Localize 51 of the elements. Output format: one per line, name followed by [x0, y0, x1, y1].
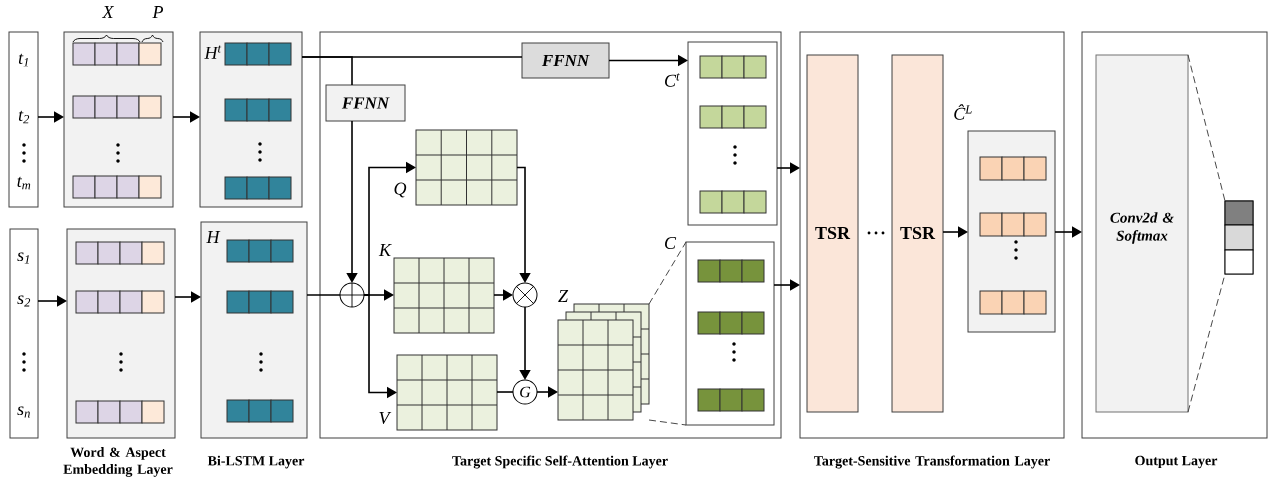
arrow — [536, 386, 558, 398]
arrow — [519, 306, 531, 380]
tsr-label: TSR — [815, 226, 851, 240]
arrow — [174, 291, 201, 303]
arrow — [773, 279, 800, 291]
arrow — [37, 295, 67, 307]
arrow — [776, 162, 800, 174]
token-label: t$_{2}$ — [18, 110, 30, 124]
arrow — [172, 111, 200, 123]
ffnn-box — [325, 84, 406, 122]
arrow — [942, 226, 968, 238]
math-label: C — [665, 236, 677, 250]
token-label: t$_{1}$ — [18, 53, 29, 67]
math-label: Q — [394, 182, 407, 198]
math-label: H — [206, 231, 221, 243]
classifier-box — [1095, 54, 1189, 413]
classifier-label: Conv2d & Softmax — [1110, 212, 1174, 244]
dashed-line — [1187, 273, 1226, 413]
math-label: V — [379, 411, 392, 425]
ffnn-box — [521, 42, 610, 79]
math-label: K — [378, 244, 392, 256]
output-vector — [1224, 200, 1254, 275]
dashed-line — [648, 419, 687, 426]
token-label: s$_{n}$ — [17, 406, 30, 418]
layer-caption: Output Layer — [1135, 455, 1218, 469]
layer-caption: Word & Aspect Embedding Layer — [63, 447, 173, 477]
layer-caption: Bi-LSTM Layer — [207, 455, 305, 469]
arrow — [493, 289, 513, 301]
tsr-block — [806, 54, 859, 413]
dashed-line — [648, 241, 687, 305]
dashed-line — [1187, 54, 1226, 202]
layer-caption: Target Specific Self-Attention Layer — [452, 455, 668, 469]
token-label: t$_{m}$ — [17, 176, 31, 190]
tsr-label: TSR — [900, 226, 936, 240]
arrow — [1054, 226, 1082, 238]
math-label: Z — [558, 290, 569, 302]
math-label: X — [101, 6, 115, 18]
math-label: Ĉ$^{L}$ — [954, 104, 972, 120]
sum-circle — [339, 282, 365, 308]
layer-caption: Target-Sensitive Transformation Layer — [814, 455, 1050, 469]
token-label: s$_{1}$ — [17, 252, 30, 264]
arrow — [346, 120, 358, 283]
math-label: C$^{t}$ — [665, 73, 680, 87]
token-label: s$_{2}$ — [17, 295, 31, 307]
arrow — [516, 166, 531, 283]
math-label: H$^{t}$ — [204, 45, 222, 59]
ffnn-label: FFNN — [541, 54, 590, 67]
ffnn-label: FFNN — [341, 97, 390, 109]
arrow — [37, 111, 64, 123]
product-circle — [512, 282, 538, 308]
math-label: P — [152, 6, 164, 18]
